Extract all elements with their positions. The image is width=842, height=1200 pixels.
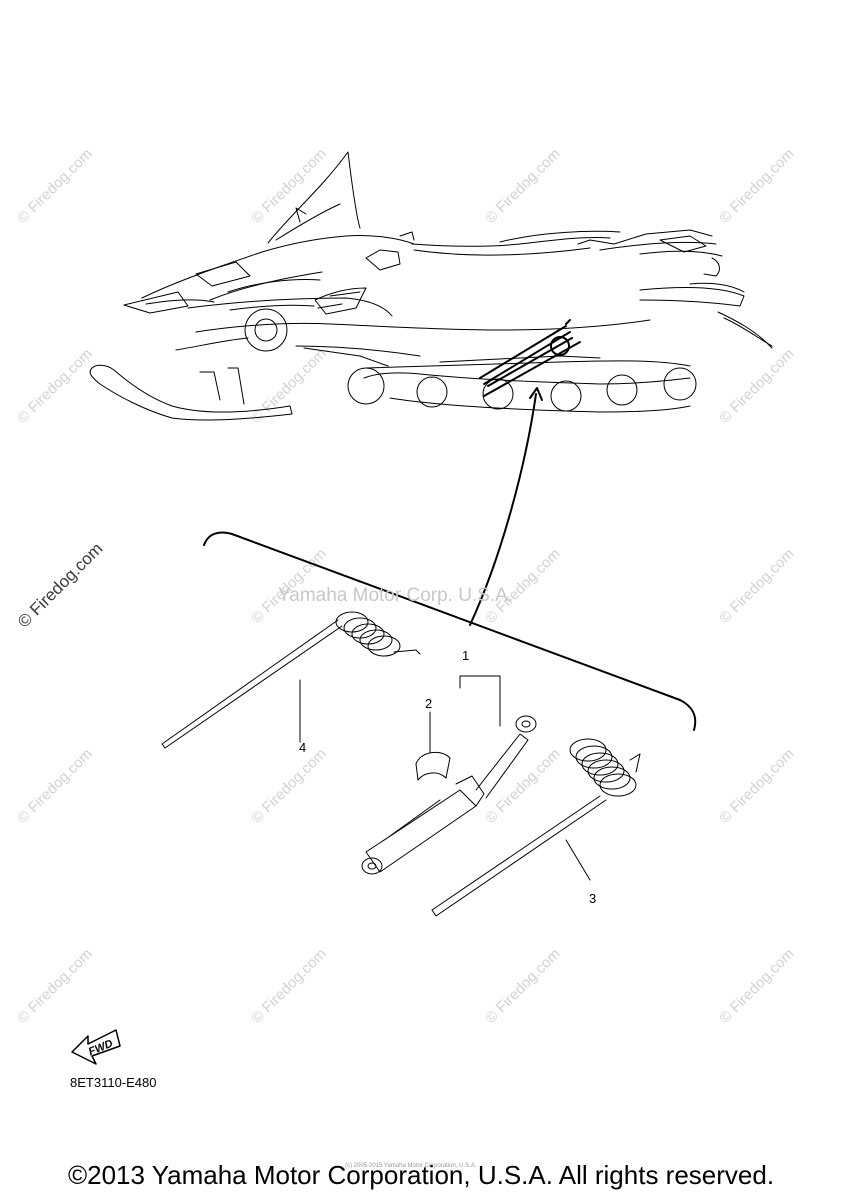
part-4-spring — [161, 611, 421, 749]
callout-2: 2 — [425, 696, 433, 711]
diagram-code: 8ET3110-E480 — [70, 1075, 157, 1090]
callout-4: 4 — [299, 740, 307, 755]
callout-3: 3 — [589, 891, 597, 906]
shock-highlight — [479, 319, 581, 397]
part-3-spring — [431, 738, 641, 917]
snowmobile-illustration — [89, 151, 773, 421]
leader-arrow — [469, 393, 537, 626]
center-watermark: Yamaha Motor Corp. U.S.A. — [278, 585, 514, 606]
arrow-head-icon — [529, 387, 543, 401]
callout-1: 1 — [462, 648, 470, 663]
part-1-shock — [361, 675, 537, 875]
group-bracket — [203, 531, 697, 731]
copyright-notice: ©2013 Yamaha Motor Corporation, U.S.A. A… — [67, 1160, 775, 1190]
tiny-copyright: (c) 2005-2015 Yamaha Motor Corporation, … — [345, 1163, 477, 1169]
fwd-label: FWD — [87, 1038, 115, 1059]
fwd-arrow-icon — [71, 1029, 121, 1065]
part-2-bushing — [415, 711, 451, 781]
